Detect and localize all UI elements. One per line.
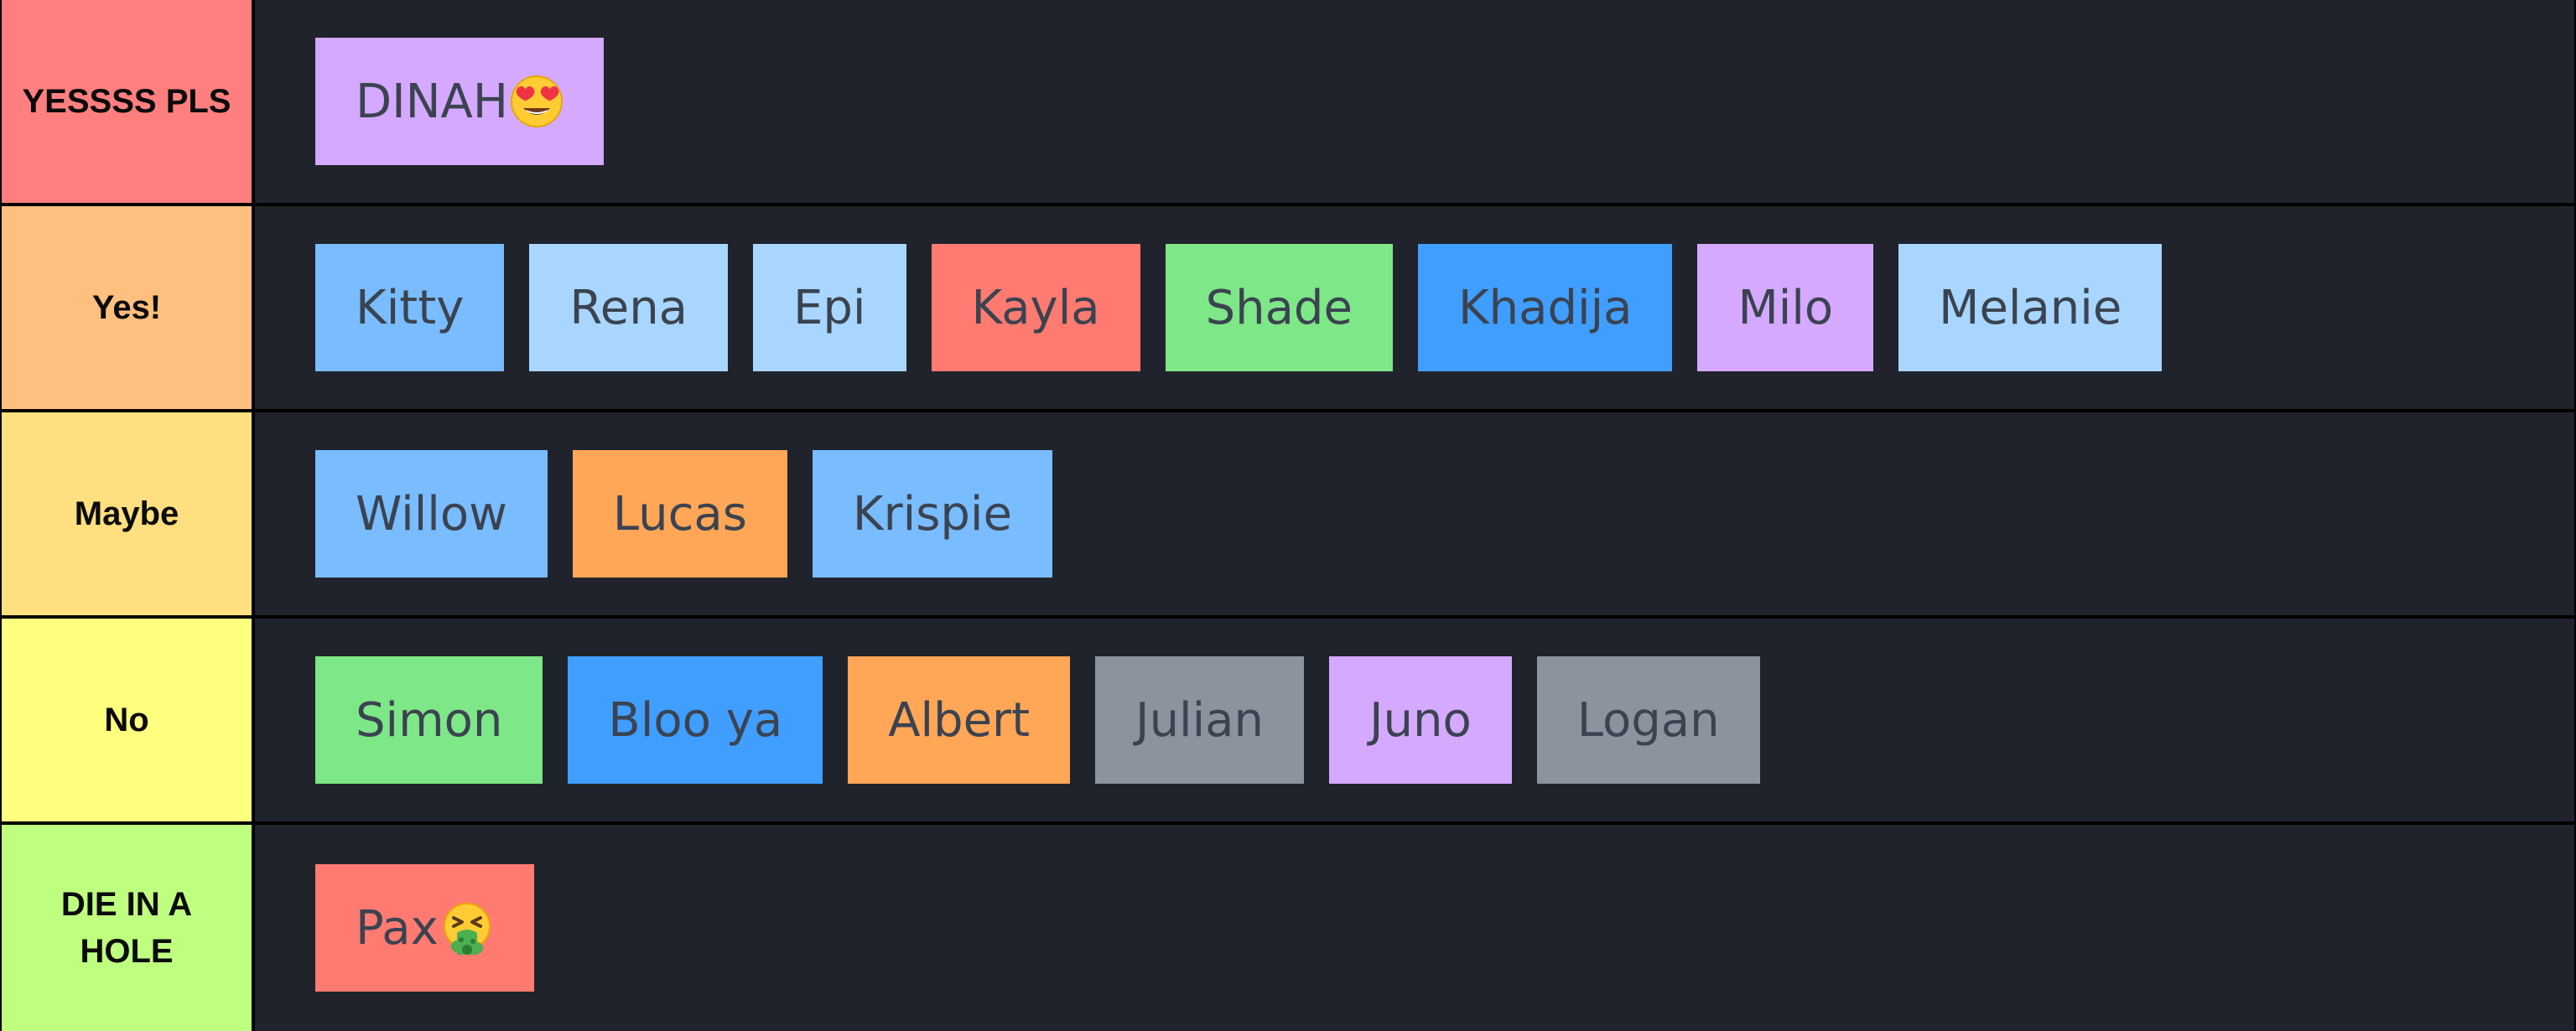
tier-row-die-in-a-hole: DIE IN A HOLE Pax	[0, 825, 2576, 1031]
tier-card-label: Pax	[356, 900, 439, 956]
tier-card-simon[interactable]: Simon	[315, 656, 543, 784]
tier-label[interactable]: Maybe	[2, 412, 252, 615]
tier-items[interactable]: Kitty Rena Epi Kayla Shade Khadija Milo …	[255, 206, 2574, 409]
tier-card-julian[interactable]: Julian	[1095, 656, 1304, 784]
tier-items[interactable]: Pax	[255, 825, 2574, 1031]
tier-card-label: DINAH	[356, 74, 508, 129]
tier-card-willow[interactable]: Willow	[315, 450, 548, 578]
tier-items[interactable]: DINAH	[255, 0, 2574, 203]
tier-row-maybe: Maybe Willow Lucas Krispie	[0, 412, 2576, 615]
tier-card-logan[interactable]: Logan	[1536, 656, 1760, 784]
tier-card-melanie[interactable]: Melanie	[1898, 244, 2163, 371]
tier-card-epi[interactable]: Epi	[753, 244, 906, 371]
tier-card-milo[interactable]: Milo	[1697, 244, 1874, 371]
tier-card-kayla[interactable]: Kayla	[931, 244, 1140, 371]
tier-label[interactable]: Yes!	[2, 206, 252, 409]
vomiting-face-emoji-icon	[443, 903, 491, 955]
tier-row-no: No Simon Bloo ya Albert Julian Juno Loga…	[0, 619, 2576, 821]
tier-card-pax[interactable]: Pax	[315, 864, 534, 992]
tier-card-kitty[interactable]: Kitty	[315, 244, 505, 371]
tier-card-rena[interactable]: Rena	[529, 244, 728, 371]
tier-row-yessss-pls: YESSSS PLS DINAH	[0, 0, 2576, 203]
tier-card-lucas[interactable]: Lucas	[572, 450, 787, 578]
tier-row-yes: Yes! Kitty Rena Epi Kayla Shade Khadija …	[0, 206, 2576, 409]
tier-card-shade[interactable]: Shade	[1165, 244, 1393, 371]
heart-eyes-emoji-icon	[510, 75, 563, 127]
tier-items[interactable]: Simon Bloo ya Albert Julian Juno Logan	[255, 619, 2574, 821]
tier-card-bloo-ya[interactable]: Bloo ya	[568, 656, 823, 784]
tier-card-krispie[interactable]: Krispie	[812, 450, 1052, 578]
tier-label[interactable]: YESSSS PLS	[2, 0, 252, 203]
tier-label[interactable]: No	[2, 619, 252, 821]
tier-card-albert[interactable]: Albert	[848, 656, 1071, 784]
tier-card-khadija[interactable]: Khadija	[1417, 244, 1673, 371]
tier-items[interactable]: Willow Lucas Krispie	[255, 412, 2574, 615]
tier-label[interactable]: DIE IN A HOLE	[2, 825, 252, 1031]
tier-card-dinah[interactable]: DINAH	[315, 38, 604, 165]
tier-card-juno[interactable]: Juno	[1328, 656, 1512, 784]
